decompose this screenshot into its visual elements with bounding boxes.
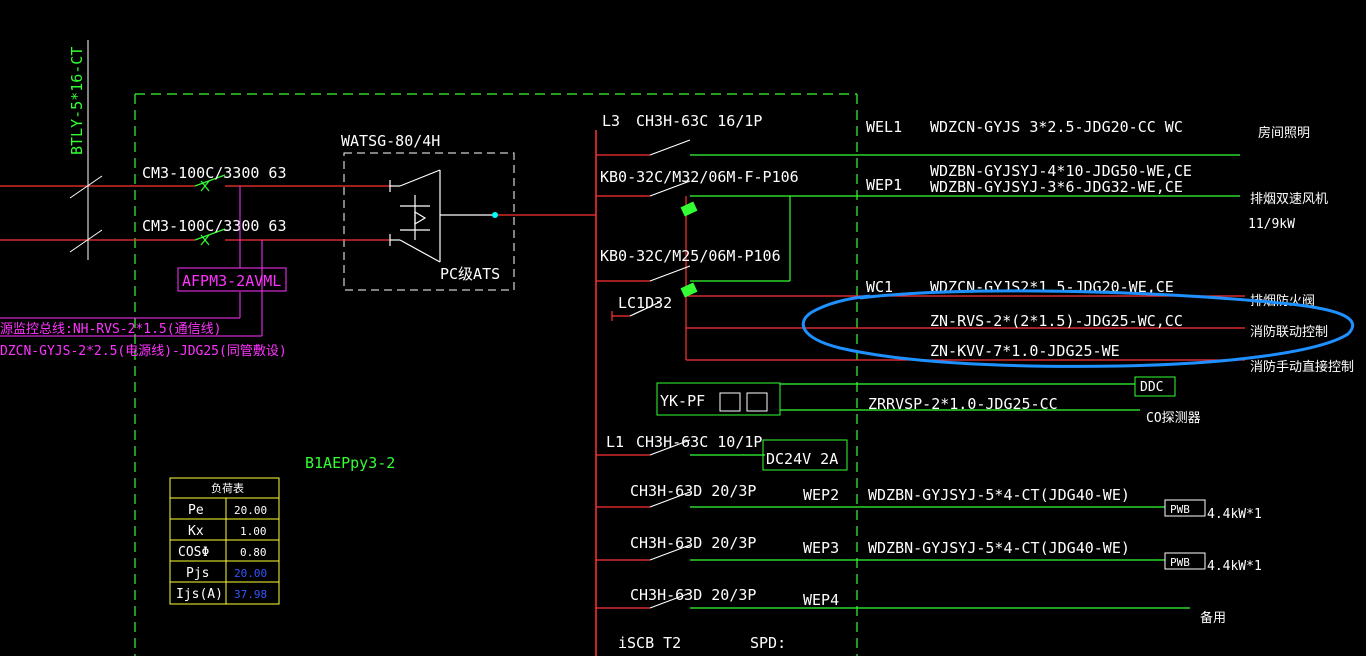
c6-load: CO探测器	[1146, 411, 1201, 426]
c5-cable: ZN-KVV-7*1.0-JDG25-WE	[930, 342, 1120, 360]
c3-breaker: KB0-32C/M25/06M-P106	[600, 247, 781, 265]
c2-cable-1: WDZBN-GYJSYJ-4*10-JDG50-WE,CE	[930, 162, 1192, 180]
c3-id: WC1	[866, 278, 893, 296]
monitor-module-box	[177, 267, 287, 292]
c7-breaker: CH3H-63C 10/1P	[636, 433, 762, 451]
incoming-feeders	[0, 185, 596, 241]
c4-cable: ZN-RVS-2*(2*1.5)-JDG25-WC,CC	[930, 312, 1183, 330]
load-table-val-2: 0.80	[240, 546, 267, 559]
ats-output-node	[492, 212, 498, 218]
load-table-val-0: 20.00	[234, 504, 267, 517]
c6-controller-box	[656, 382, 781, 416]
c9-tag: PWB	[1170, 556, 1190, 569]
c4-load: 消防联动控制	[1250, 324, 1328, 340]
panel-enclosure	[134, 93, 858, 656]
c1-load: 房间照明	[1258, 125, 1310, 141]
c8-breaker: CH3H-63D 20/3P	[630, 482, 756, 500]
circuit-breaker-symbols	[629, 139, 691, 609]
circuit-outgoing-green	[690, 154, 1240, 609]
c2-breaker: KB0-32C/M32/06M-F-P106	[600, 168, 799, 186]
incoming-breaker-2: CM3-100C/3300 63	[142, 217, 287, 235]
incoming-breaker-symbols	[194, 174, 226, 246]
c1-cable: WDZCN-GYJS 3*2.5-JDG20-CC WC	[930, 118, 1183, 136]
c2-id: WEP1	[866, 176, 902, 194]
c11-breaker: iSCB T2	[618, 634, 681, 652]
c9-cable: WDZBN-GYJSYJ-5*4-CT(JDG40-WE)	[868, 539, 1130, 557]
incoming-breaker-1: CM3-100C/3300 63	[142, 164, 287, 182]
c11-spd: SPD:	[750, 634, 786, 652]
load-table-key-1: Kx	[188, 524, 204, 539]
c1-breaker: CH3H-63C 16/1P	[636, 112, 762, 130]
c5-load: 消防手动直接控制	[1250, 359, 1354, 375]
c7-supply: DC24V 2A	[766, 450, 838, 468]
load-table-key-2: COSΦ	[178, 545, 209, 560]
load-table-key-4: Ijs(A)	[176, 587, 223, 602]
load-table-val-3: 20.00	[234, 567, 267, 580]
c9-breaker: CH3H-63D 20/3P	[630, 534, 756, 552]
c10-id: WEP4	[803, 591, 839, 609]
ats-model: WATSG-80/4H	[341, 132, 440, 150]
c6-controller: YK-PF	[660, 392, 705, 410]
c6-ddc: DDC	[1140, 380, 1163, 395]
c1-id: WEL1	[866, 118, 902, 136]
c2-cable-2: WDZBN-GYJSYJ-3*6-JDG32-WE,CE	[930, 178, 1183, 196]
c8-power: 4.4kW*1	[1207, 507, 1262, 522]
circuit-feeds-red	[596, 154, 1245, 609]
c7-phase: L1	[606, 433, 624, 451]
c6-ddc-box	[1134, 376, 1176, 397]
c8-id: WEP2	[803, 486, 839, 504]
contactor-marker-1	[680, 201, 698, 217]
c8-tag: PWB	[1170, 503, 1190, 516]
c8-cable: WDZBN-GYJSYJ-5*4-CT(JDG40-WE)	[868, 486, 1130, 504]
power-line-label: DZCN-GYJS-2*2.5(电源线)-JDG25(同管敷设)	[0, 344, 287, 359]
load-table-key-3: Pjs	[186, 566, 209, 581]
ats-enclosure	[343, 152, 515, 291]
c8-tag-box	[1164, 499, 1206, 517]
monitor-wiring	[0, 186, 263, 337]
c9-power: 4.4kW*1	[1207, 559, 1262, 574]
ats-symbol	[389, 169, 495, 263]
load-table-val-1: 1.00	[240, 525, 267, 538]
incoming-cable-ticks	[69, 175, 103, 253]
c6-slot-2	[746, 392, 768, 412]
c2-load: 排烟双速风机	[1250, 192, 1328, 207]
incoming-cable-label: BTLY-5*16-CT	[68, 47, 86, 155]
c7-supply-box	[762, 439, 848, 471]
monitor-module-label: AFPM3-2AVML	[182, 272, 281, 290]
c10-breaker: CH3H-63D 20/3P	[630, 586, 756, 604]
c9-id: WEP3	[803, 539, 839, 557]
load-table-val-4: 37.98	[234, 588, 267, 601]
contactor-marker-2	[680, 282, 698, 298]
c6-cable: ZRRVSP-2*1.0-JDG25-CC	[868, 395, 1058, 413]
c10-load: 备用	[1200, 610, 1226, 626]
load-table: 负荷表 Pe 20.00 Kx 1.00 COSΦ 0.80 Pjs 20.00…	[169, 477, 280, 605]
c2-power: 11/9kW	[1248, 217, 1295, 232]
panel-name: B1AEPpy3-2	[305, 454, 395, 472]
c1-phase: L3	[602, 112, 620, 130]
c3-relay: LC1D32	[618, 294, 672, 312]
load-table-title: 负荷表	[211, 481, 244, 495]
comm-line-label: 源监控总线:NH-RVS-2*1.5(通信线)	[0, 322, 221, 337]
annotation-circle	[801, 289, 1355, 368]
load-table-key-0: Pe	[188, 503, 204, 518]
ats-type-label: PC级ATS	[440, 265, 500, 283]
c6-slot-1	[719, 392, 741, 412]
c9-tag-box	[1164, 552, 1206, 570]
